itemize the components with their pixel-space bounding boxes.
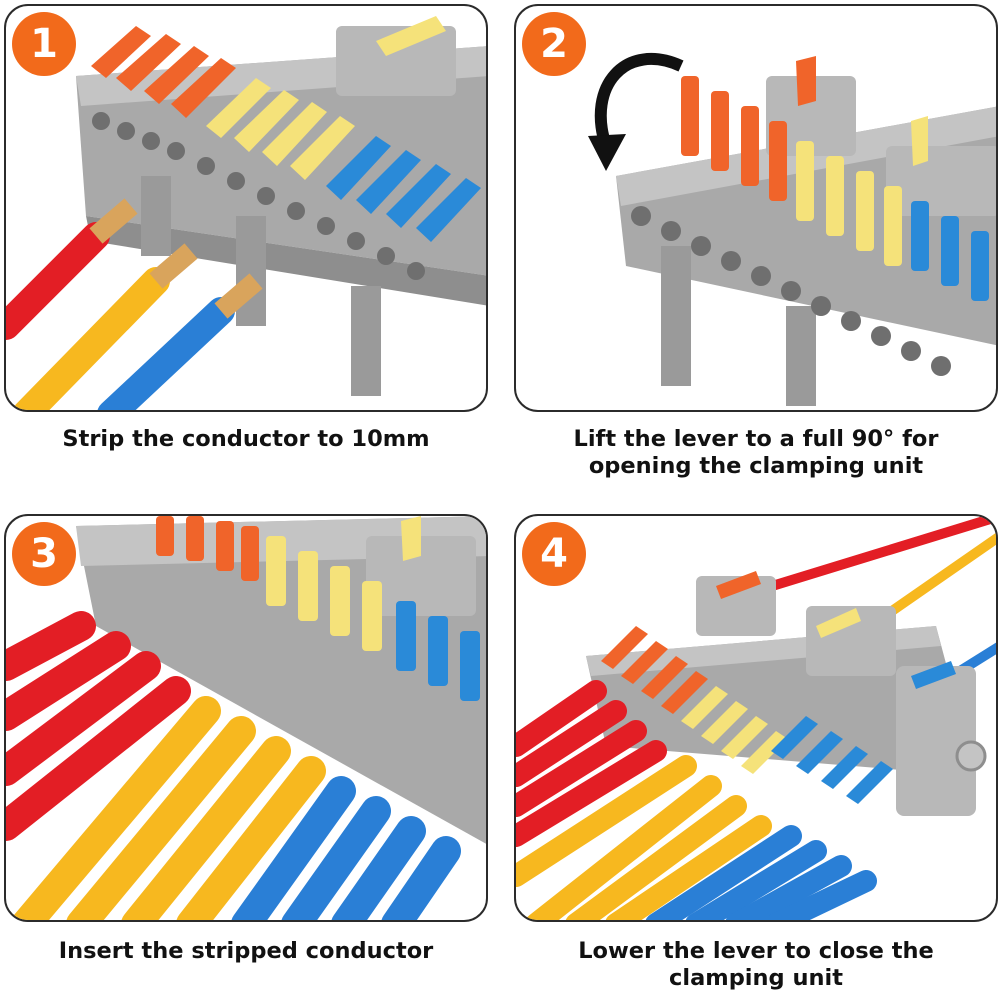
- step-3-illustration: [6, 516, 486, 920]
- caption-line: Lift the lever to a full 90° for: [573, 426, 939, 452]
- levers: [91, 26, 481, 242]
- step-4-panel: 4: [514, 514, 998, 922]
- caption-line: clamping unit: [669, 965, 843, 991]
- step-4-illustration: [516, 516, 996, 920]
- step-3-badge: 3: [12, 522, 76, 586]
- step-4-badge: 4: [522, 522, 586, 586]
- levers: [601, 626, 893, 804]
- caption-line: opening the clamping unit: [588, 453, 924, 479]
- step-1-badge: 1: [12, 12, 76, 76]
- rotation-arrow-icon: [588, 53, 684, 171]
- wires: [6, 611, 461, 920]
- caption-line: Strip the conductor to 10mm: [62, 426, 430, 452]
- step-2-badge: 2: [522, 12, 586, 76]
- wires: [6, 198, 263, 410]
- connector-block: [616, 56, 996, 406]
- step-2-panel: 2: [514, 4, 998, 412]
- levers: [156, 516, 480, 701]
- step-2-illustration: [588, 53, 996, 406]
- step-2-caption: Lift the lever to a full 90° for opening…: [514, 426, 998, 480]
- connector-block: [76, 516, 486, 844]
- levers: [681, 76, 989, 301]
- step-1-caption: Strip the conductor to 10mm: [4, 426, 488, 453]
- caption-line: Lower the lever to close the: [578, 938, 934, 964]
- wires: [516, 680, 877, 920]
- step-1-panel: 1: [4, 4, 488, 412]
- step-4-caption: Lower the lever to close the clamping un…: [514, 938, 998, 992]
- step-3-panel: 3: [4, 514, 488, 922]
- caption-line: Insert the stripped conductor: [58, 938, 434, 964]
- step-1-illustration: [6, 16, 486, 410]
- step-3-caption: Insert the stripped conductor: [4, 938, 488, 965]
